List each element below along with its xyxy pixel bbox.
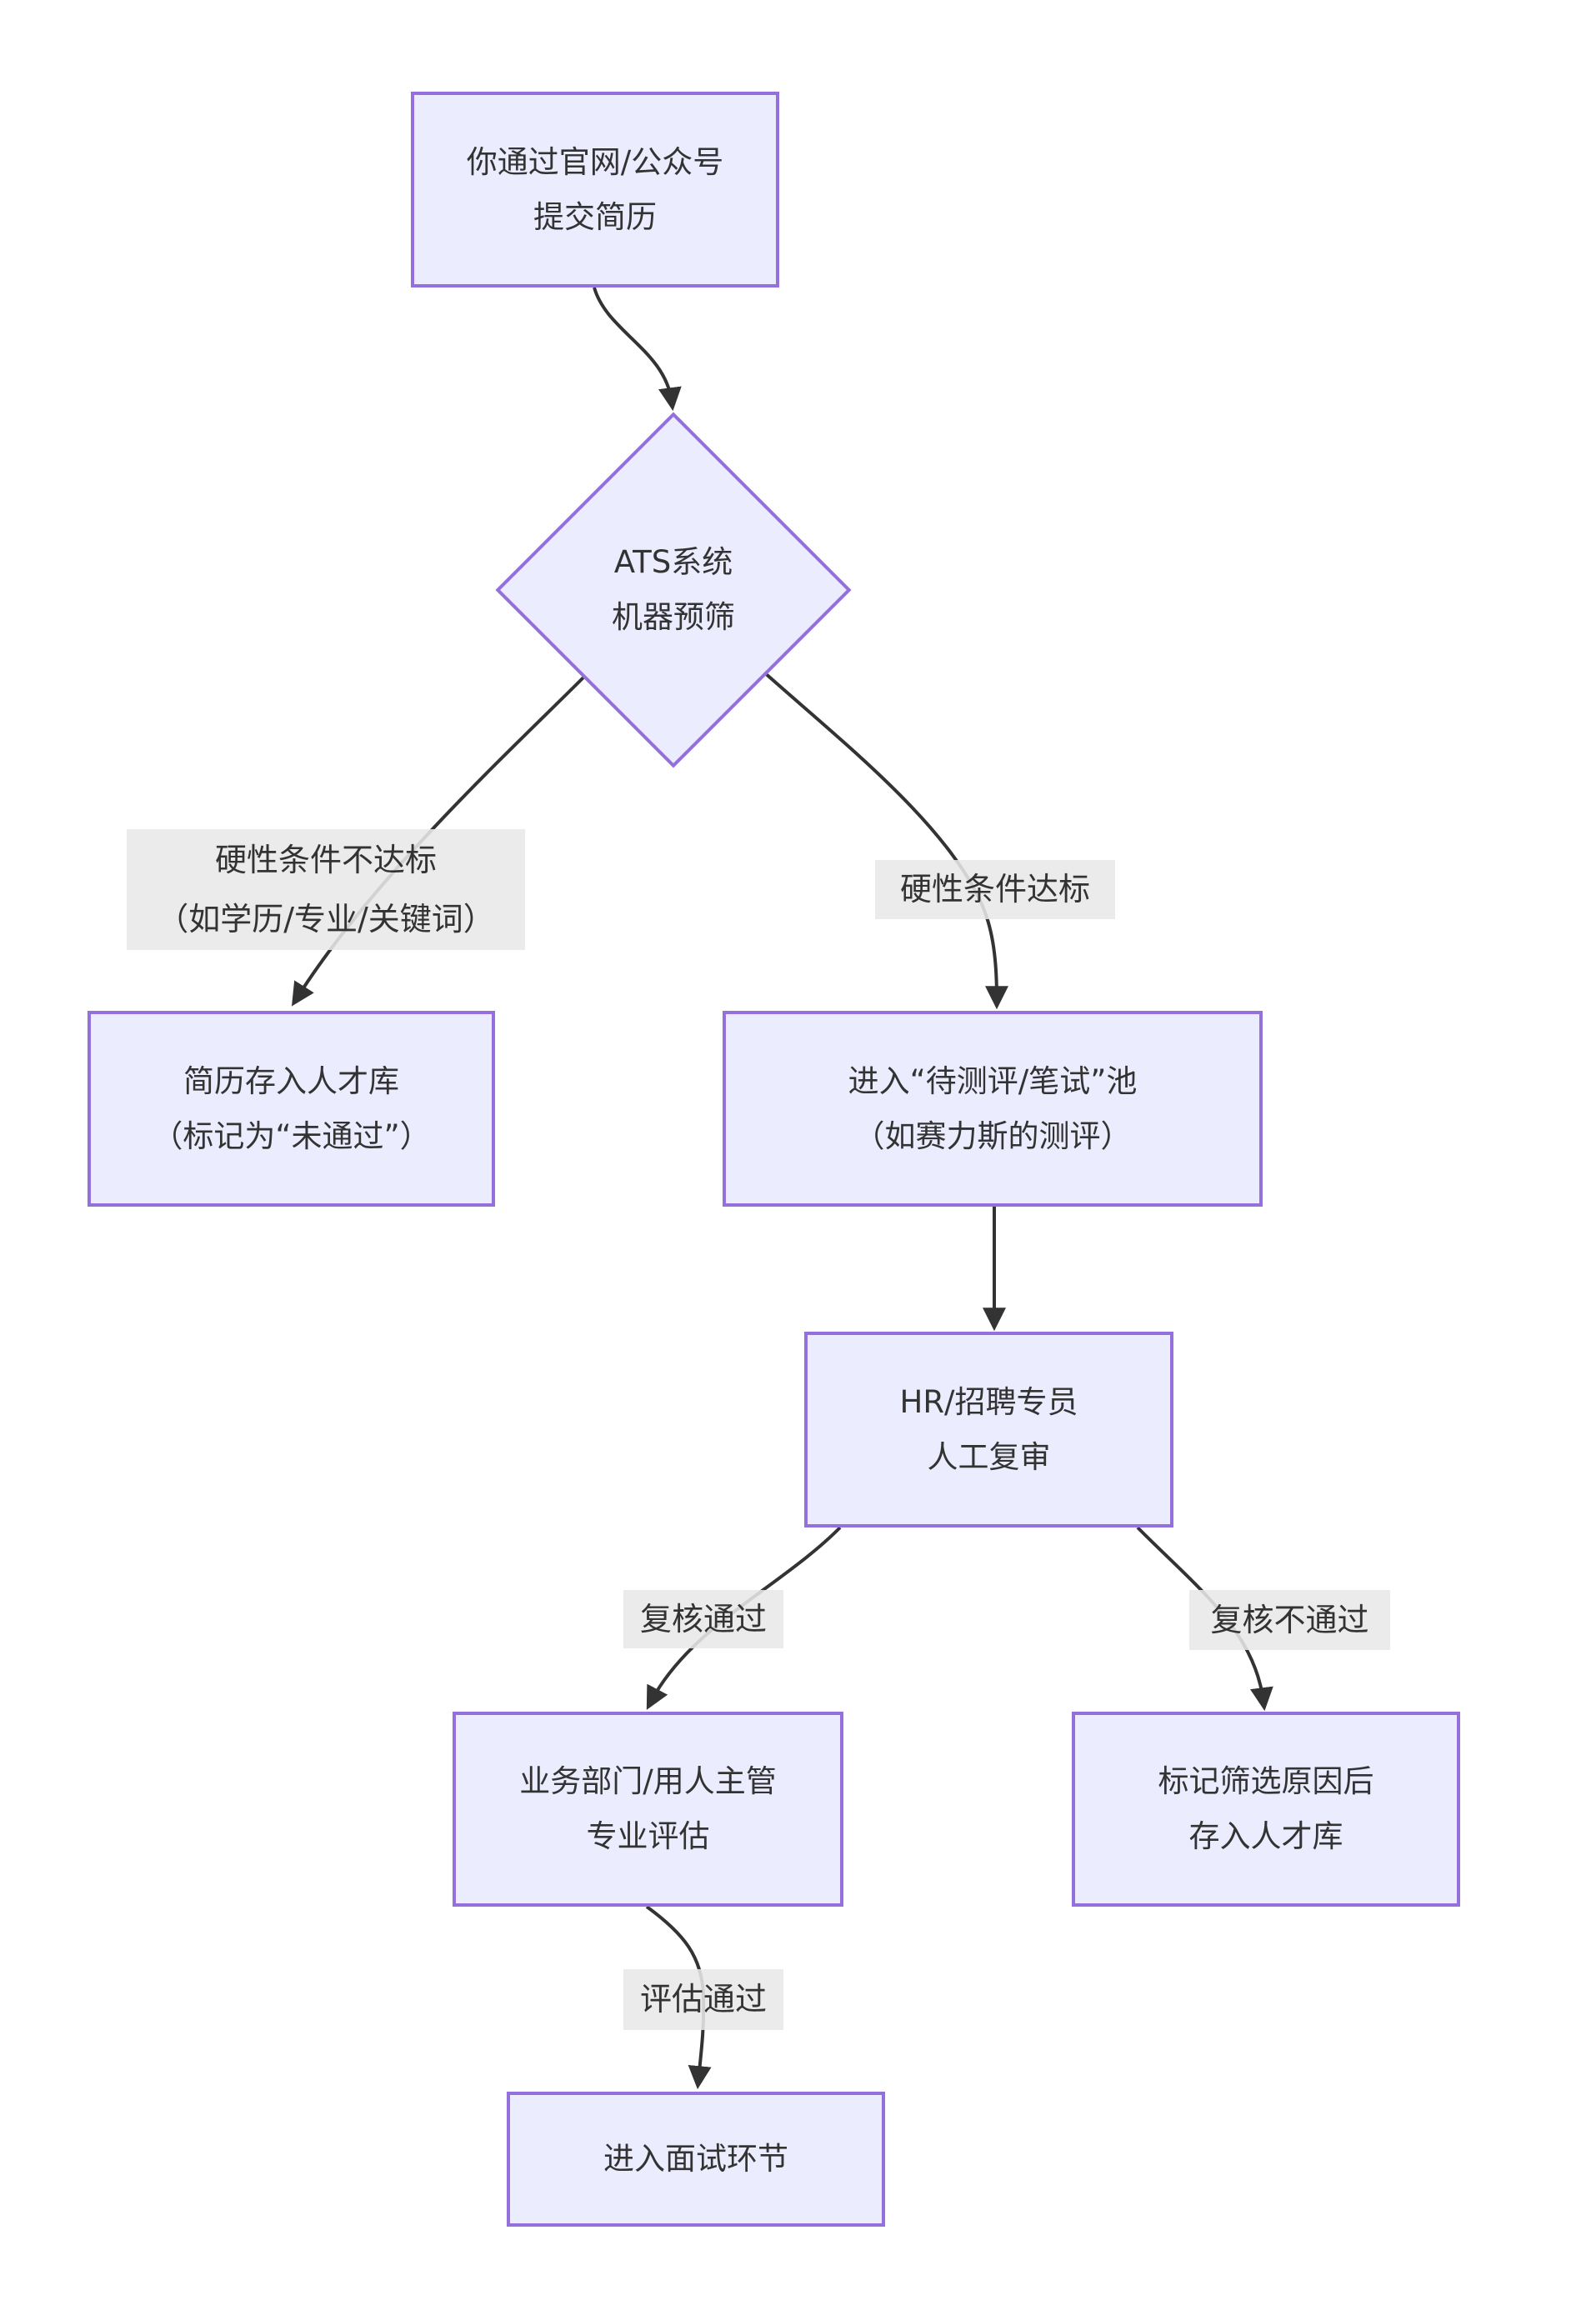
edge-label-evaluation-pass-line1: 评估通过: [639, 1981, 767, 2018]
node-business-evaluation-line1: 业务部门/用人主管: [519, 1763, 777, 1800]
node-hr-review-line2: 人工复审: [927, 1438, 1051, 1475]
node-mark-reason-pool-line2: 存入人才库: [1188, 1818, 1343, 1854]
edge-ats-to-pool-pass: [762, 670, 1008, 1010]
edge-submit-to-ats: [593, 287, 682, 412]
node-business-evaluation: 业务部门/用人主管 专业评估: [453, 1712, 843, 1907]
node-interview-stage: 进入面试环节: [507, 2092, 885, 2227]
node-hr-review-line1: HR/招聘专员: [899, 1383, 1078, 1420]
edge-label-review-pass-line1: 复核通过: [639, 1600, 767, 1638]
node-interview-stage-line1: 进入面试环节: [603, 2141, 788, 2178]
node-ats-screen: ATS系统 机器预筛: [515, 498, 832, 682]
node-ats-screen-line2: 机器预筛: [612, 599, 735, 635]
node-submit-resume-line1: 你通过官网/公众号: [466, 143, 724, 180]
edge-label-review-fail: 复核不通过: [1189, 1590, 1390, 1650]
node-hr-review: HR/招聘专员 人工复审: [804, 1332, 1173, 1528]
node-assessment-pool-line2: （如赛力斯的测评）: [853, 1118, 1132, 1154]
node-mark-reason-pool-line1: 标记筛选原因后: [1158, 1763, 1374, 1800]
edge-label-hard-criteria-pass: 硬性条件达标: [875, 860, 1115, 919]
node-ats-screen-line1: ATS系统: [613, 544, 733, 581]
edge-label-evaluation-pass: 评估通过: [623, 1969, 783, 2030]
node-mark-reason-pool: 标记筛选原因后 存入人才库: [1072, 1712, 1460, 1907]
node-talent-pool-fail-line1: 简历存入人才库: [183, 1062, 399, 1099]
node-business-evaluation-line2: 专业评估: [586, 1818, 710, 1854]
edge-label-hard-criteria-fail-line2: （如学历/专业/关键词）: [157, 900, 495, 938]
node-submit-resume: 你通过官网/公众号 提交简历: [411, 92, 779, 288]
edge-label-review-pass: 复核通过: [623, 1590, 783, 1648]
node-assessment-pool-line1: 进入“待测评/笔试”池: [848, 1062, 1138, 1099]
node-talent-pool-fail: 简历存入人才库 （标记为“未通过”）: [88, 1011, 495, 1207]
edge-label-hard-criteria-fail: 硬性条件不达标 （如学历/专业/关键词）: [127, 829, 525, 950]
edge-label-hard-criteria-pass-line1: 硬性条件达标: [899, 871, 1090, 908]
node-submit-resume-line2: 提交简历: [533, 198, 657, 235]
node-assessment-pool: 进入“待测评/笔试”池 （如赛力斯的测评）: [723, 1011, 1263, 1207]
edge-label-review-fail-line1: 复核不通过: [1210, 1601, 1369, 1638]
node-talent-pool-fail-line2: （标记为“未通过”）: [152, 1118, 431, 1154]
edge-label-hard-criteria-fail-line1: 硬性条件不达标: [214, 842, 437, 879]
